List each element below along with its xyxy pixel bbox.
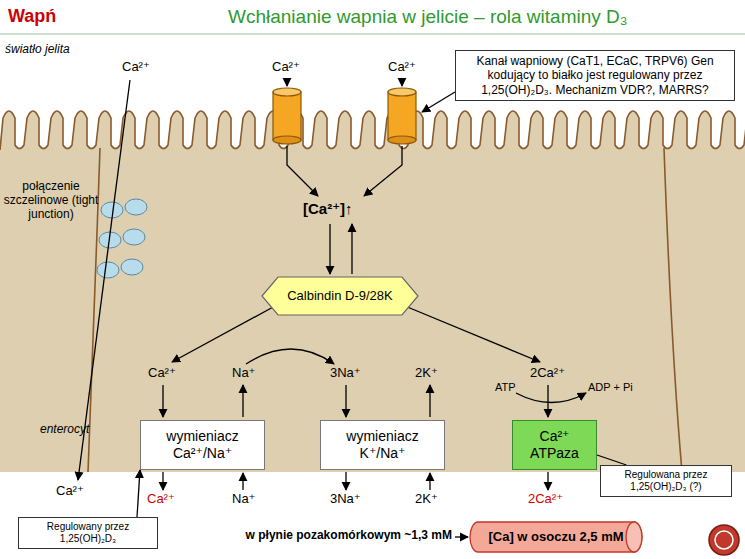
tight-junction xyxy=(97,199,147,278)
label: Ca²⁺ xyxy=(272,60,300,75)
enterocyte xyxy=(0,111,745,472)
label: 3Na⁺ xyxy=(330,366,361,381)
label: światło jelita xyxy=(5,43,70,57)
label: Ca²⁺ xyxy=(56,484,84,499)
cell-body xyxy=(0,111,745,472)
label: Ca²⁺ xyxy=(148,366,176,381)
title-rule xyxy=(0,34,745,35)
process-box: Ca²⁺ ATPaza xyxy=(512,420,597,470)
label: w płynie pozakomórkowym ~1,3 mM xyxy=(246,529,452,543)
cylinder-end xyxy=(626,522,642,552)
label: Ca²⁺ xyxy=(122,60,150,75)
connector xyxy=(597,455,626,465)
node-text: Regulowana przez 1,25(OH)₂D₃ (?) xyxy=(605,469,727,493)
title: Wchłanianie wapnia w jelicie – rola wita… xyxy=(228,7,628,28)
label: ATP xyxy=(495,381,516,394)
microvilli xyxy=(0,111,745,150)
label: Wapń xyxy=(8,6,56,27)
process-box: wymieniacz Ca²⁺/Na⁺ xyxy=(140,420,265,470)
label: ADP + Pi xyxy=(588,381,633,394)
node-text: Calbindin D-9/28K xyxy=(287,288,393,304)
process-box: wymieniacz K⁺/Na⁺ xyxy=(320,420,445,470)
process-box: Kanał wapniowy (CaT1, ECaC, TRPV6) Gen k… xyxy=(455,50,735,101)
label: 2Ca²⁺ xyxy=(528,492,563,507)
lateral-membrane xyxy=(664,148,682,472)
hexagon xyxy=(262,277,418,315)
label: 3Na⁺ xyxy=(330,492,361,507)
node-text: wymieniacz K⁺/Na⁺ xyxy=(325,428,440,462)
connector xyxy=(137,470,140,517)
node-text: Kanał wapniowy (CaT1, ECaC, TRPV6) Gen k… xyxy=(462,54,728,97)
node-text: [Ca] w osoczu 2,5 mM xyxy=(488,529,623,545)
label: 2Ca²⁺ xyxy=(530,366,565,381)
label: Ca²⁺ xyxy=(388,60,416,75)
process-box: Regulowana przez 1,25(OH)₂D₃ (?) xyxy=(600,465,732,497)
plasma-cylinder: [Ca] w osoczu 2,5 mM xyxy=(470,522,642,552)
node-text: Ca²⁺ ATPaza xyxy=(517,428,592,462)
label: [Ca²⁺]↑ xyxy=(303,200,353,217)
cylinder-body xyxy=(470,522,642,552)
protein-hexagon: Calbindin D-9/28K xyxy=(262,277,418,315)
label: 2K⁺ xyxy=(415,366,438,381)
process-box: Regulowany przez 1,25(OH)₂D₃ xyxy=(18,517,158,549)
logo xyxy=(709,525,739,555)
calcium-channel xyxy=(273,88,416,144)
node-text: wymieniacz Ca²⁺/Na⁺ xyxy=(145,428,260,462)
label: enterocyt xyxy=(40,423,89,437)
label: 2K⁺ xyxy=(415,492,438,507)
node-text: Regulowany przez 1,25(OH)₂D₃ xyxy=(23,521,153,545)
label: Ca²⁺ xyxy=(147,492,175,507)
label: połączenie szczelinowe (tight junction) xyxy=(2,180,100,221)
flow-arrows xyxy=(78,78,586,537)
label: Na⁺ xyxy=(232,366,255,381)
label: Na⁺ xyxy=(232,492,255,507)
